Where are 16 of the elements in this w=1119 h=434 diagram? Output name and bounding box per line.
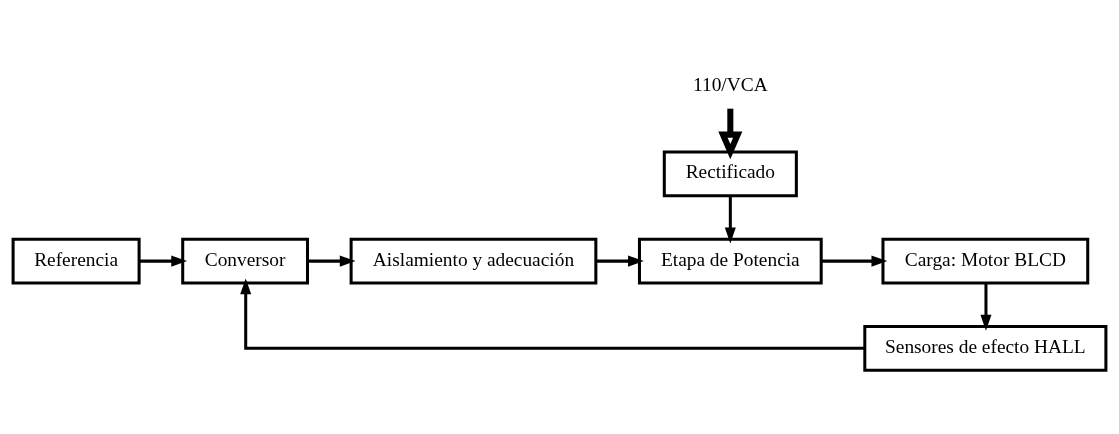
node-text: 110/VCA [693, 73, 768, 95]
arrow [821, 255, 888, 267]
arrow [724, 195, 736, 243]
arrow [139, 255, 188, 267]
arrow [307, 255, 356, 267]
node-box: Aislamiento y adecuación [349, 237, 598, 284]
node-box: Sensores de efecto HALL [863, 324, 1108, 372]
arrow [718, 108, 743, 159]
node-box: Conversor [181, 237, 309, 284]
node-box: Referencia [11, 237, 141, 284]
node-box: Carga: Motor BLCD [881, 237, 1090, 284]
arrow [240, 278, 865, 350]
node-box: Rectificado [662, 150, 798, 197]
arrow [595, 255, 644, 267]
arrow [980, 282, 992, 331]
node-box: Etapa de Potencia [637, 237, 823, 284]
